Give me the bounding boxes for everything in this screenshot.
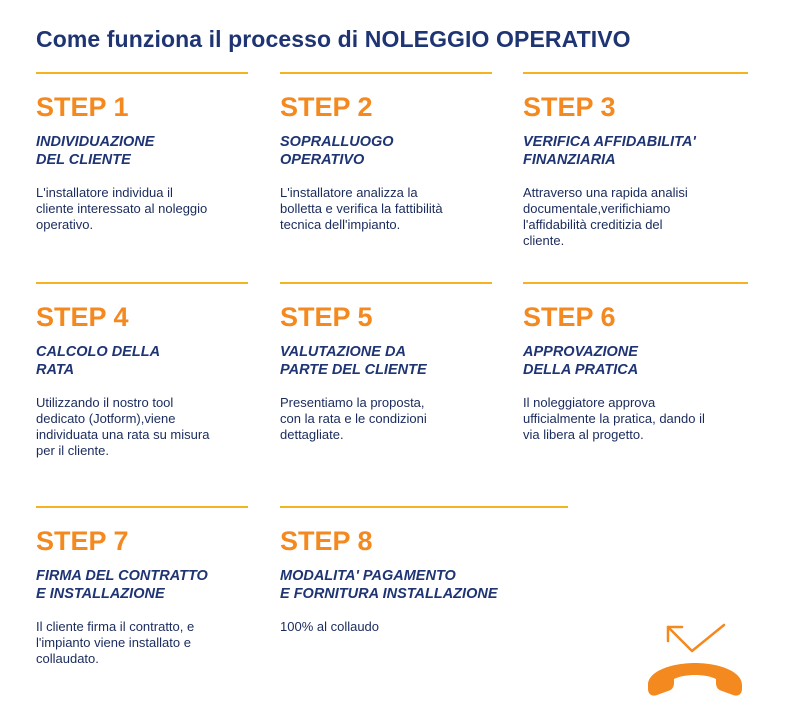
step-divider bbox=[280, 72, 492, 74]
step-1: STEP 1 INDIVIDUAZIONE DEL CLIENTE L'inst… bbox=[36, 72, 248, 233]
step-description: L'installatore individua il cliente inte… bbox=[36, 185, 208, 232]
step-6: STEP 6 APPROVAZIONE DELLA PRATICA Il nol… bbox=[523, 282, 748, 443]
step-2: STEP 2 SOPRALLUOGO OPERATIVO L'installat… bbox=[280, 72, 492, 233]
step-heading: VERIFICA AFFIDABILITA' FINANZIARIA bbox=[523, 134, 696, 168]
step-divider bbox=[523, 72, 748, 74]
step-description: Utilizzando il nostro tool dedicato (Jot… bbox=[36, 395, 210, 458]
step-label: STEP 2 bbox=[280, 92, 373, 122]
step-heading: FIRMA DEL CONTRATTO E INSTALLAZIONE bbox=[36, 568, 208, 602]
step-description: 100% al collaudo bbox=[280, 619, 380, 634]
step-divider bbox=[523, 282, 748, 284]
step-heading: VALUTAZIONE DA PARTE DEL CLIENTE bbox=[280, 344, 427, 378]
step-heading: SOPRALLUOGO OPERATIVO bbox=[280, 134, 394, 168]
step-label: STEP 5 bbox=[280, 302, 373, 332]
step-description: Il cliente firma il contratto, e l'impia… bbox=[36, 619, 195, 666]
step-description: Il noleggiatore approva ufficialmente la… bbox=[523, 395, 705, 442]
step-divider bbox=[36, 282, 248, 284]
step-description: Attraverso una rapida analisi documental… bbox=[523, 185, 688, 248]
step-heading: MODALITA' PAGAMENTO E FORNITURA INSTALLA… bbox=[280, 568, 498, 602]
step-label: STEP 7 bbox=[36, 526, 129, 556]
phone-callback-icon bbox=[640, 615, 750, 705]
step-divider bbox=[280, 506, 568, 508]
step-3: STEP 3 VERIFICA AFFIDABILITA' FINANZIARI… bbox=[523, 72, 748, 249]
step-label: STEP 8 bbox=[280, 526, 373, 556]
step-divider bbox=[36, 506, 248, 508]
step-4: STEP 4 CALCOLO DELLA RATA Utilizzando il… bbox=[36, 282, 248, 459]
step-5: STEP 5 VALUTAZIONE DA PARTE DEL CLIENTE … bbox=[280, 282, 492, 443]
step-heading: APPROVAZIONE DELLA PRATICA bbox=[523, 344, 639, 378]
step-divider bbox=[36, 72, 248, 74]
step-7: STEP 7 FIRMA DEL CONTRATTO E INSTALLAZIO… bbox=[36, 506, 248, 667]
step-label: STEP 4 bbox=[36, 302, 129, 332]
step-label: STEP 3 bbox=[523, 92, 616, 122]
step-8: STEP 8 MODALITA' PAGAMENTO E FORNITURA I… bbox=[280, 506, 568, 635]
step-heading: INDIVIDUAZIONE DEL CLIENTE bbox=[36, 134, 155, 168]
step-label: STEP 1 bbox=[36, 92, 129, 122]
page-title: Come funziona il processo di NOLEGGIO OP… bbox=[36, 26, 631, 52]
step-heading: CALCOLO DELLA RATA bbox=[36, 344, 161, 378]
step-label: STEP 6 bbox=[523, 302, 616, 332]
step-description: Presentiamo la proposta, con la rata e l… bbox=[280, 395, 427, 442]
step-description: L'installatore analizza la bolletta e ve… bbox=[280, 185, 443, 232]
step-divider bbox=[280, 282, 492, 284]
